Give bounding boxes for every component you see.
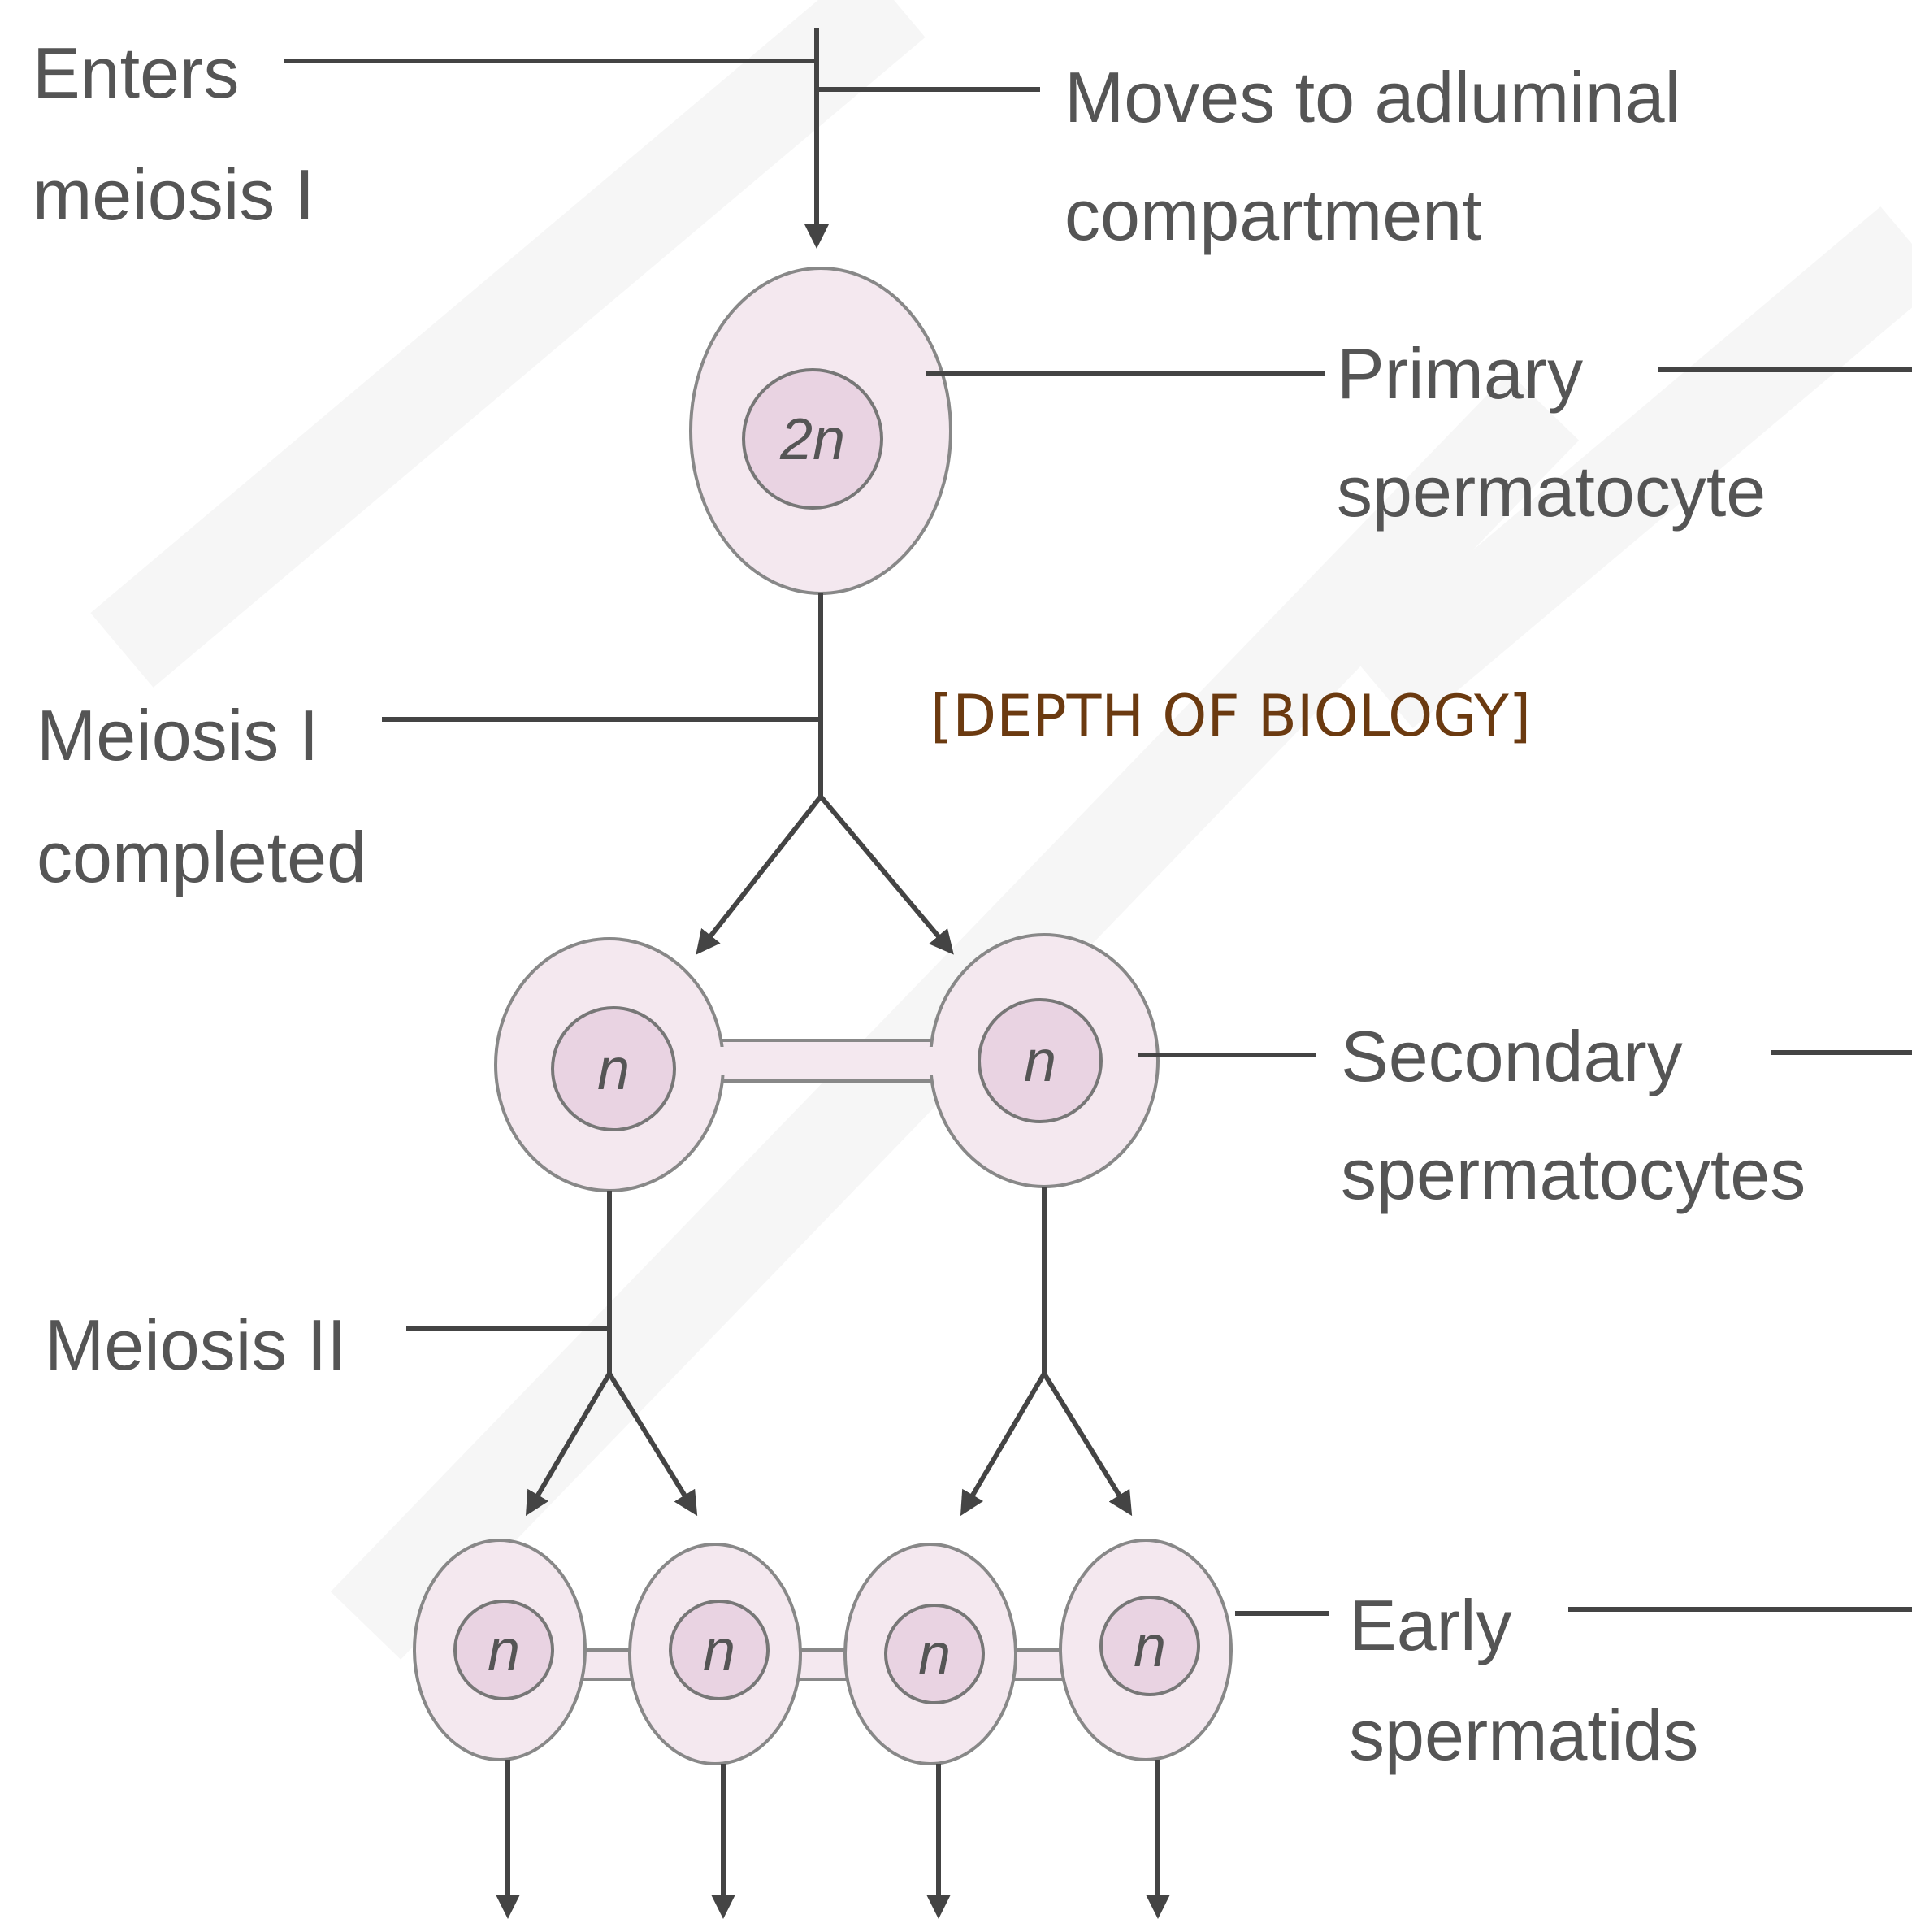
spermatid-3-ploidy-label: n [918, 1622, 951, 1687]
secondary-label-line1: Secondary [1341, 1016, 1683, 1096]
enters-meiosis-label-line2: meiosis I [33, 154, 314, 235]
early-spermatids-label-line1: Early [1349, 1585, 1512, 1665]
enters-meiosis-label-line1: Enters [33, 33, 239, 113]
moves-adluminal-label-line1: Moves to adluminal [1064, 57, 1680, 137]
primary-label-line1: Primary [1337, 333, 1583, 414]
meiosis-one-label-line2: completed [37, 817, 366, 897]
meiosis-one-connectors [382, 593, 951, 951]
early-spermatid-cells: n n n n [414, 1540, 1231, 1764]
watermark-text: [DEPTH OF BIOLOGY] [930, 683, 1531, 749]
moves-adluminal-label-line2: compartment [1064, 175, 1482, 255]
spermatid-2-ploidy-label: n [703, 1618, 735, 1683]
primary-label-line2: spermatocyte [1337, 451, 1766, 532]
primary-ploidy-label: 2n [779, 407, 845, 472]
secondary-right-ploidy-label: n [1024, 1029, 1056, 1094]
background-watermark-bands [122, 0, 1912, 1626]
secondary-label-line2: spermatocytes [1341, 1134, 1806, 1214]
early-spermatids-label-line2: spermatids [1349, 1695, 1698, 1775]
meiosis-one-label-line1: Meiosis I [37, 695, 319, 775]
secondary-left-ploidy-label: n [597, 1037, 630, 1102]
bottom-arrows [508, 1760, 1158, 1914]
primary-spermatocyte-cell: 2n [691, 268, 951, 593]
spermatid-1-ploidy-label: n [488, 1618, 520, 1683]
spermatid-4-ploidy-label: n [1134, 1614, 1166, 1679]
meiosis-two-label: Meiosis II [45, 1305, 347, 1385]
